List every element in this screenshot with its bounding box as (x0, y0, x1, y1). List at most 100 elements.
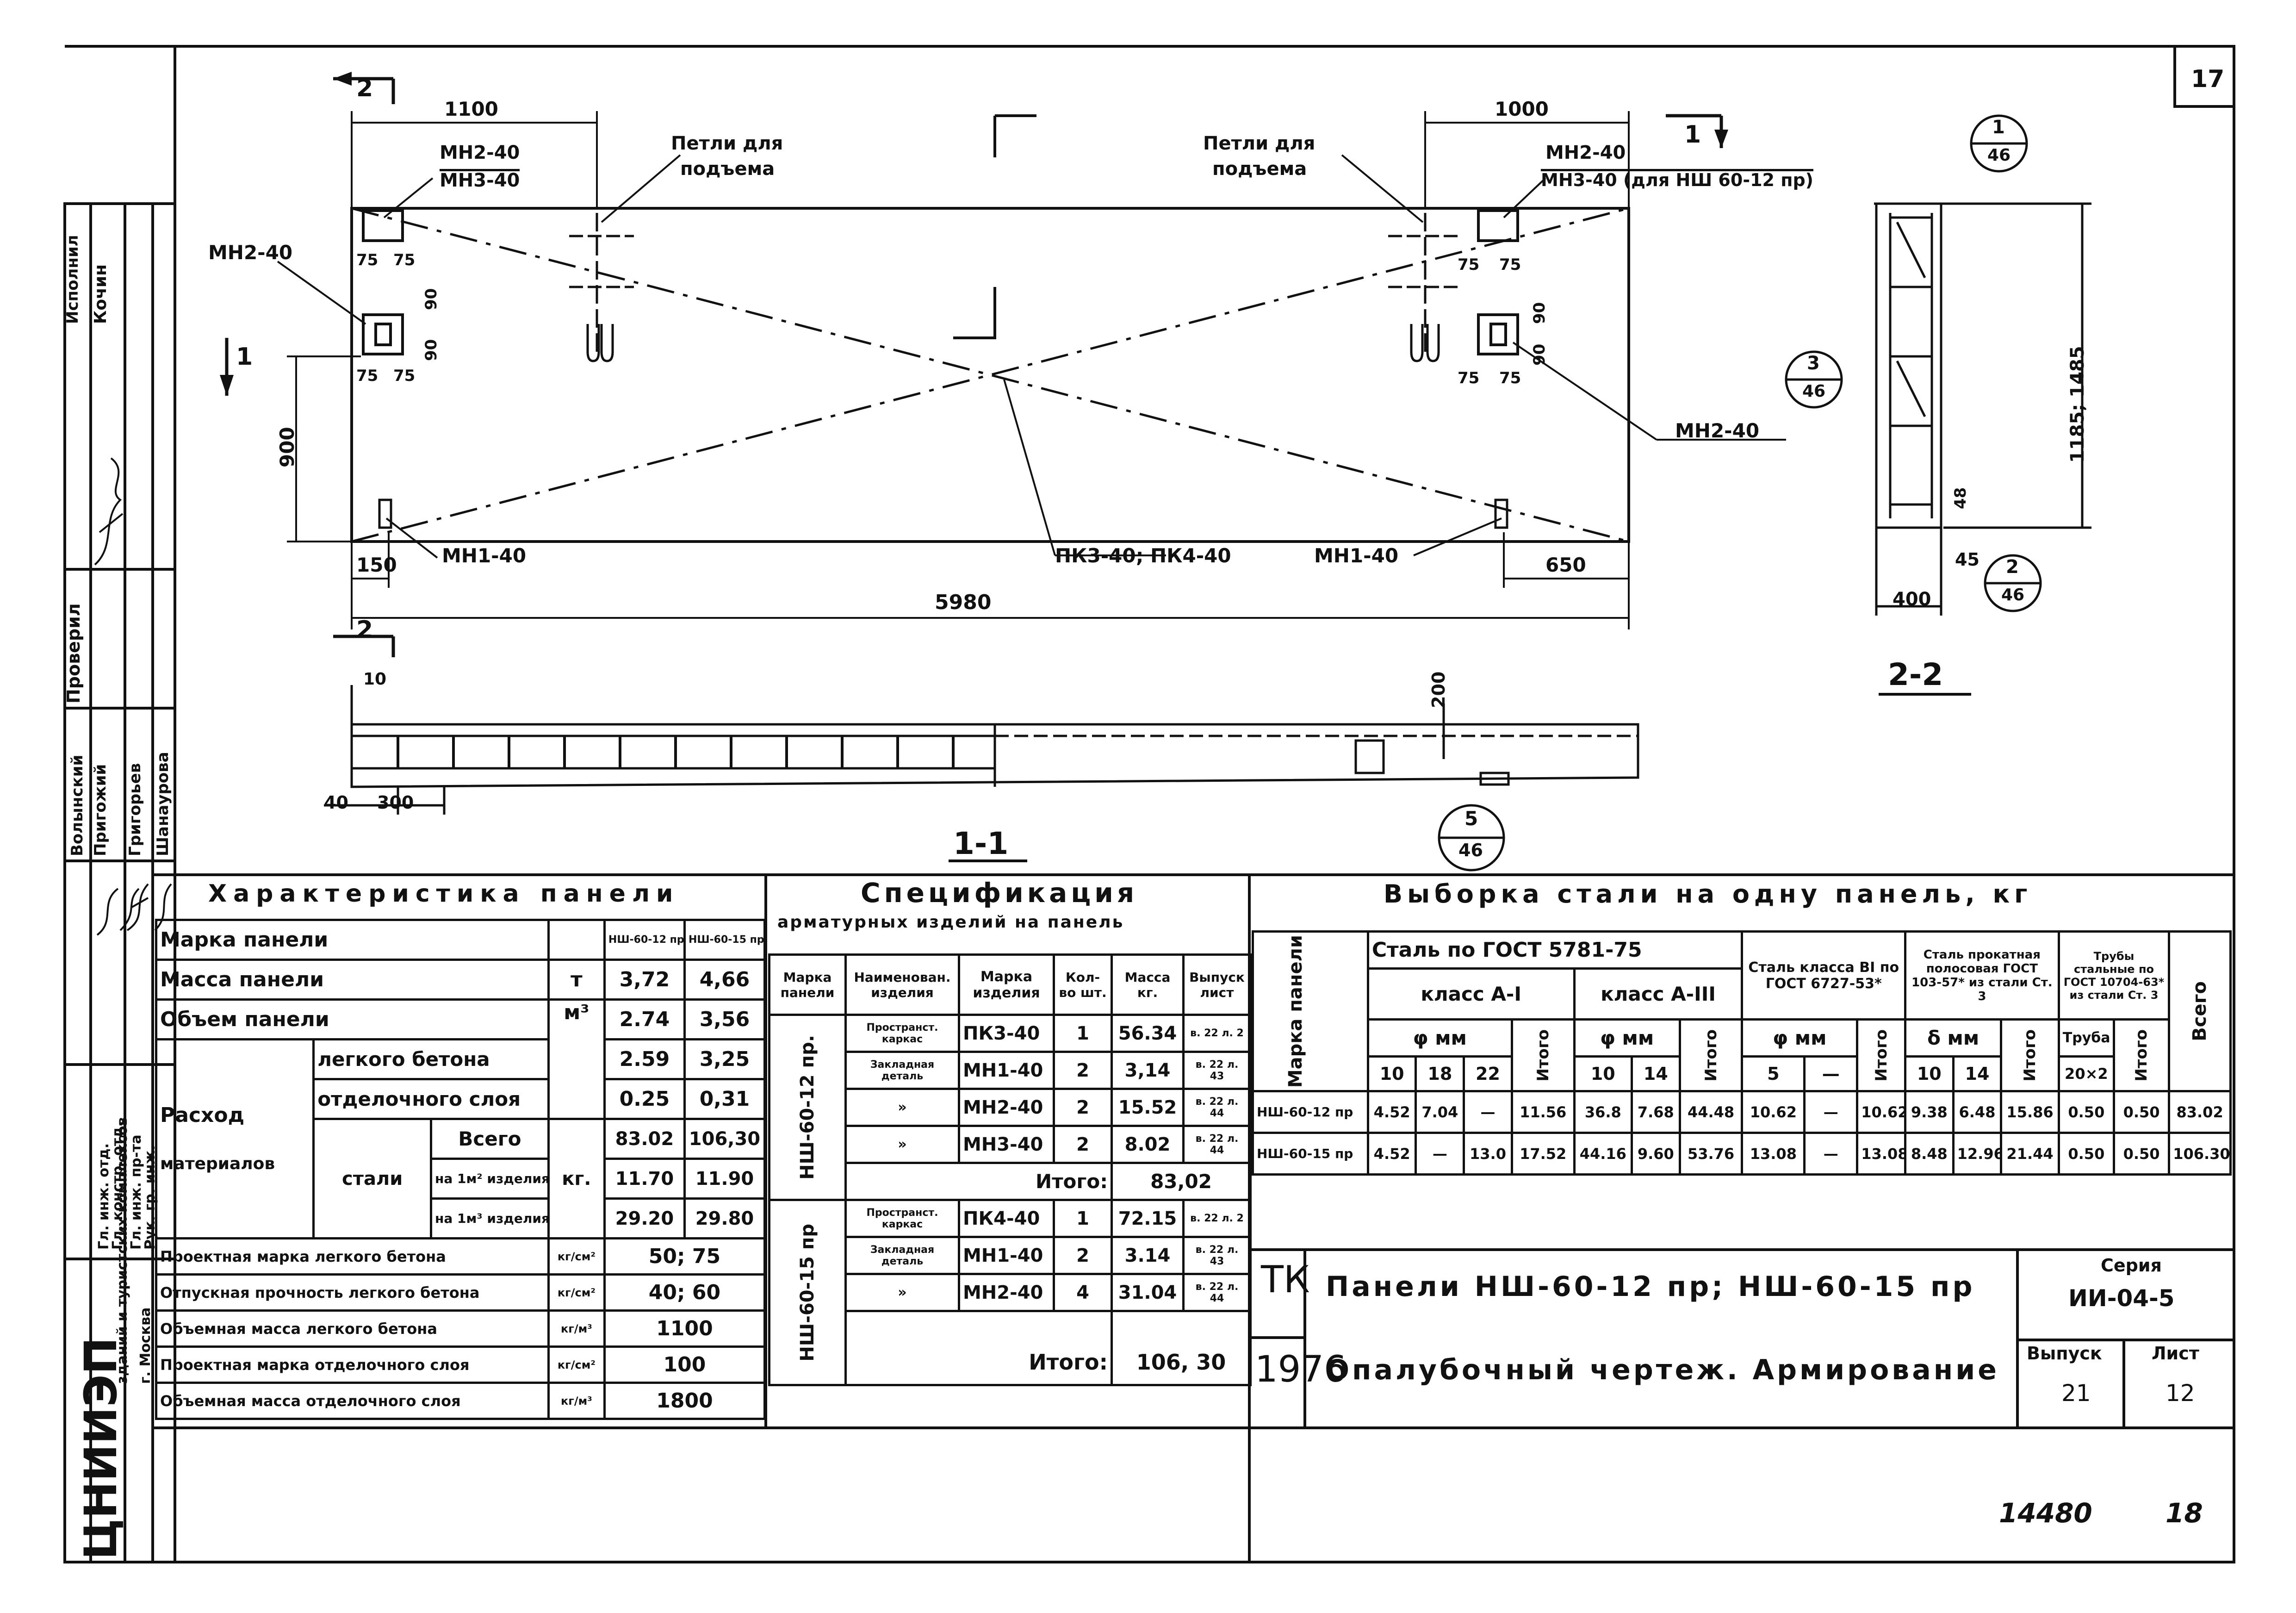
total-value: 83,02 (1111, 1162, 1252, 1201)
cell: НШ-60-15 пр (683, 919, 766, 961)
section-mark-2: 2 (356, 616, 373, 644)
cell: 1 (1053, 1014, 1113, 1053)
dim-1185-1485: 1185; 1485 (2067, 346, 2088, 463)
cell: 13.0 (1463, 1132, 1513, 1176)
cell: 0.50 (2112, 1132, 2171, 1176)
series-label: Серия (2101, 1255, 2162, 1276)
label-mn2-40: МН2-40 (440, 142, 520, 163)
cell: 3.14 (1111, 1236, 1185, 1275)
itogo-header: Итого (1510, 1018, 1576, 1092)
cell: 44.16 (1573, 1132, 1633, 1176)
header: Выпуск лист (1182, 953, 1252, 1016)
sub-header: 5 (1741, 1055, 1806, 1092)
cell: НШ-60-12 пр. (603, 919, 686, 961)
callout-sheet: 46 (1987, 146, 2011, 165)
label-loops: подъема (1212, 158, 1307, 180)
row-label: Объемная масса легкого бетона (155, 1309, 550, 1348)
itogo-text: Итого (1533, 1029, 1552, 1082)
cell: 2 (1053, 1088, 1113, 1127)
dim-90: 90 (1530, 343, 1549, 366)
label-pk: ПК3-40; ПК4-40 (1055, 544, 1231, 567)
cell: МН1-40 (958, 1051, 1055, 1090)
row-label: Проектная марка легкого бетона (155, 1237, 550, 1276)
label-mn2-40: МН2-40 (208, 241, 293, 264)
label-loops: Петли для (671, 133, 783, 154)
cell: 2 (1053, 1125, 1113, 1164)
cell: 2 (1053, 1051, 1113, 1090)
cell: 1 (1053, 1199, 1113, 1238)
rashod-text: Расход (160, 1103, 245, 1127)
list-value: 12 (2166, 1380, 2195, 1407)
stamp-performed: Исполнил (63, 235, 82, 324)
tk-label: ТК (1261, 1258, 1310, 1301)
sub-header: 10 (1573, 1055, 1633, 1092)
cell: 4.52 (1366, 1090, 1417, 1134)
cell: 4 (1053, 1273, 1113, 1312)
group-header: Трубы стальные по ГОСТ 10704-63* из стал… (2057, 930, 2171, 1021)
cell: 1800 (603, 1382, 766, 1420)
total-header: Всего (2168, 930, 2232, 1092)
org-city: г. Москва (137, 1307, 154, 1384)
stamp-name: Шанаурова (154, 752, 172, 856)
callout-sheet: 46 (1802, 382, 1826, 401)
unit: кг/см² (547, 1237, 606, 1276)
stamp-role: Гл. инж. отд. (96, 1143, 112, 1250)
stamp-checked: Проверил (63, 603, 84, 704)
header: Масса кг. (1111, 953, 1185, 1016)
panel-outline (350, 207, 1630, 543)
total-header-text: Всего (2189, 981, 2211, 1041)
cell: 13.08 (1856, 1132, 1906, 1176)
row-label: Объемная масса отделочного слоя (155, 1382, 550, 1420)
row-mark: НШ-60-15 пр (1252, 1132, 1369, 1176)
phi-header: φ мм (1573, 1018, 1681, 1058)
dim-75: 75 (393, 251, 416, 269)
cell: 3,25 (683, 1038, 766, 1080)
dim-90: 90 (422, 288, 441, 310)
total-label: Итого: (844, 1310, 1113, 1386)
dim-90: 90 (1530, 302, 1549, 324)
cell: 40; 60 (603, 1273, 766, 1312)
row-label: Всего (430, 1118, 550, 1160)
sub-header: 14 (1631, 1055, 1681, 1092)
cell: 11.56 (1510, 1090, 1576, 1134)
row-label: на 1м³ изделия (430, 1197, 550, 1239)
callout-number: 2 (2006, 556, 2019, 578)
cell: 44.48 (1678, 1090, 1744, 1134)
delta-header: δ мм (1904, 1018, 2003, 1058)
cell: 11.90 (683, 1158, 766, 1200)
callout-sheet: 46 (1458, 840, 1483, 860)
cell: » (844, 1125, 960, 1164)
cell: 10.62 (1741, 1090, 1806, 1134)
row-label: легкого бетона (312, 1038, 550, 1080)
steel-table-title: Выборка стали на одну панель, кг (1384, 879, 2032, 909)
stamp-role: Гл. констр. отд. (110, 1121, 126, 1250)
cell: ПК4-40 (958, 1199, 1055, 1238)
char-table-title: Характеристика панели (208, 880, 680, 908)
header: Кол-во шт. (1053, 953, 1113, 1016)
sub-header: 10 (1904, 1055, 1955, 1092)
dim-10: 10 (363, 670, 387, 689)
series-value: ИИ-04-5 (2068, 1285, 2175, 1312)
dim-40: 40 (324, 792, 348, 813)
cell: 2.59 (603, 1038, 686, 1080)
itogo-text: Итого (1872, 1029, 1891, 1082)
label-loops: подъема (680, 158, 775, 180)
itogo-header: Итого (2000, 1018, 2060, 1092)
callout-number: 5 (1464, 807, 1478, 830)
cell: 12.96 (1952, 1132, 2003, 1176)
cell: 0,31 (683, 1078, 766, 1120)
cell: 17.52 (1510, 1132, 1576, 1176)
callout-sheet: 46 (2001, 585, 2025, 604)
panel-mark: НШ-60-12 пр. (768, 1014, 847, 1201)
cell: 0.50 (2112, 1090, 2171, 1134)
unit: кг. (547, 1118, 606, 1239)
cell: — (1463, 1090, 1513, 1134)
cell: 106.30 (2168, 1132, 2232, 1176)
label-mn2-40: МН2-40 (1675, 419, 1760, 442)
unit: т (547, 959, 606, 1001)
cell: 10.62 (1856, 1090, 1906, 1134)
cell: в. 22 л. 43 (1182, 1051, 1252, 1090)
dim-300: 300 (377, 792, 414, 813)
cell: » (844, 1088, 960, 1127)
